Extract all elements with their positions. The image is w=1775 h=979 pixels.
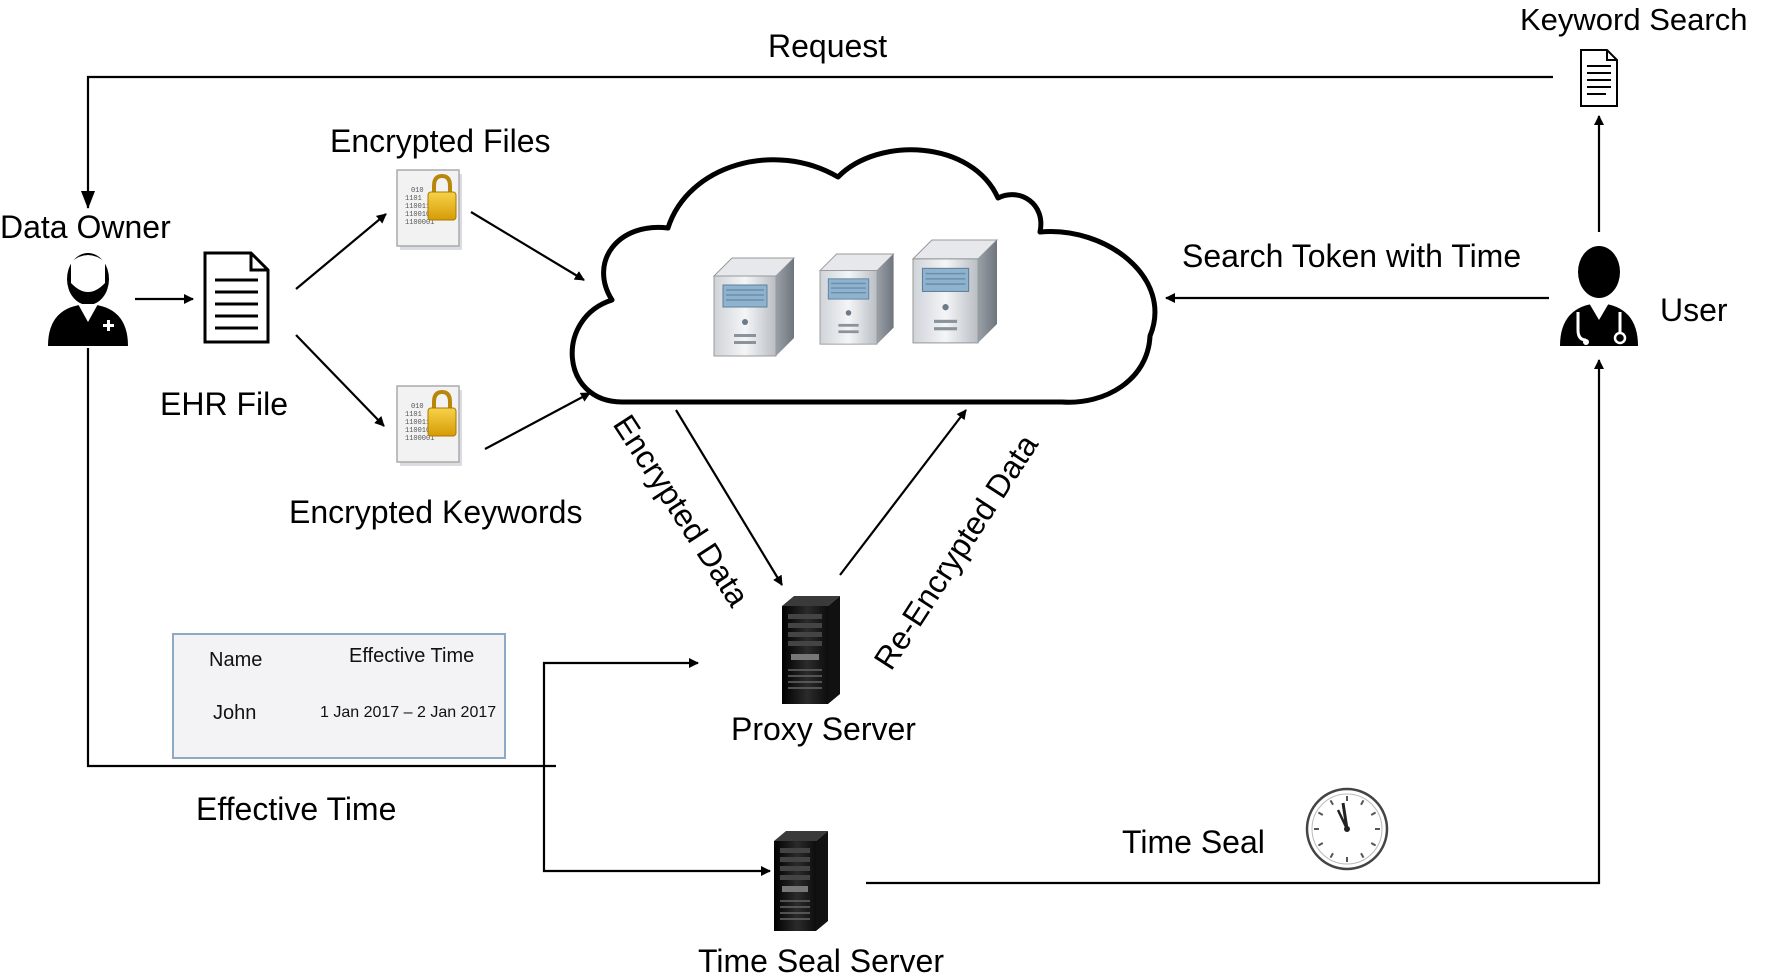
effective-time-label: Effective Time — [196, 791, 397, 827]
proxy-server-icon — [782, 596, 840, 704]
proxy-server-label: Proxy Server — [731, 711, 916, 747]
effective-time-connector — [86, 348, 771, 876]
cloud-proxy-arrows — [675, 409, 967, 586]
ehr-file-label: EHR File — [160, 386, 289, 422]
table-header-time: Effective Time — [349, 645, 475, 667]
docs-to-cloud-arrows — [470, 211, 591, 450]
user-doctor-icon — [1560, 246, 1638, 346]
time-seal-server-icon — [774, 831, 828, 931]
data-owner-label: Data Owner — [0, 209, 171, 245]
time-seal-label: Time Seal — [1122, 824, 1265, 860]
clock-icon — [1305, 787, 1389, 871]
time-seal-server-label: Time Seal Server — [698, 943, 944, 979]
encrypted-binary-text: 1100001 — [405, 219, 434, 227]
request-label: Request — [768, 28, 888, 64]
cloud-server-icon — [818, 253, 895, 345]
time-seal-to-user-arrow — [866, 359, 1604, 885]
keyword-search-document-icon — [1580, 49, 1618, 107]
encrypted-binary-text: 11001100 — [405, 419, 439, 427]
encrypted-binary-text: 010 — [411, 403, 424, 411]
ehr-file-icon — [203, 251, 270, 344]
encrypted-files-label: Encrypted Files — [330, 123, 551, 159]
encrypted-binary-text: 11001100 — [405, 203, 439, 211]
encrypted-binary-text: 11001001 — [405, 427, 439, 435]
encrypted-binary-text: 1101 — [405, 411, 422, 419]
table-cell-name: John — [213, 702, 257, 724]
cloud-server-icon — [712, 257, 796, 357]
cloud-server-icon — [911, 239, 999, 344]
user-label: User — [1660, 292, 1728, 328]
effective-time-table: Name Effective Time John 1 Jan 2017 – 2 … — [172, 633, 506, 759]
encrypted-keywords-label: Encrypted Keywords — [289, 494, 583, 530]
re-encrypted-data-label: Re-Encrypted Data — [867, 428, 1046, 676]
table-cell-time: 1 Jan 2017 – 2 Jan 2017 — [320, 704, 497, 721]
encrypted-binary-text: 11001001 — [405, 211, 439, 219]
data-owner-person-icon — [48, 253, 128, 346]
encrypted-binary-text: 1100001 — [405, 435, 434, 443]
search-token-label: Search Token with Time — [1182, 238, 1522, 274]
encrypted-binary-text: 1101 — [405, 195, 422, 203]
keyword-search-label: Keyword Search — [1520, 2, 1748, 37]
encrypted-binary-text: 010 — [411, 187, 424, 195]
table-header-name: Name — [209, 649, 263, 671]
request-arrow — [81, 75, 1553, 209]
encrypted-data-label: Encrypted Data — [606, 408, 756, 613]
ehr-split-arrows — [295, 213, 387, 427]
